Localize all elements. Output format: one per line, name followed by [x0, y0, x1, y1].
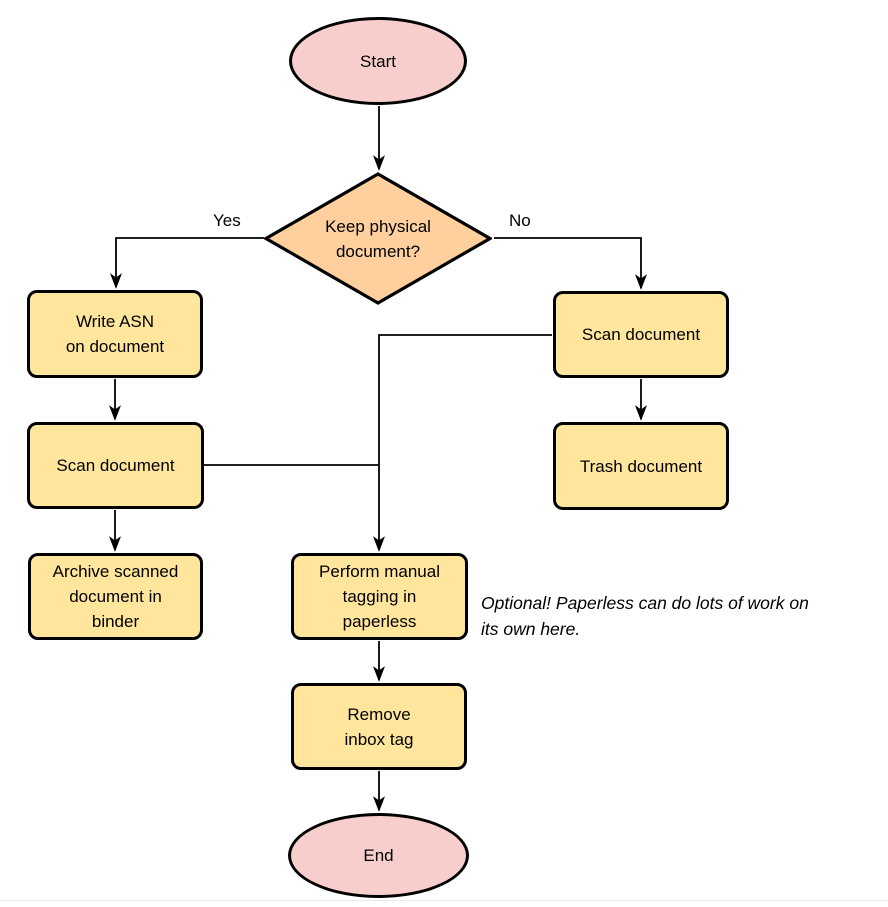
- node-archive: Archive scanned document in binder: [28, 553, 203, 640]
- page-bottom-border: [0, 900, 888, 901]
- node-write-asn-label: Write ASN on document: [65, 312, 165, 356]
- node-start: Start: [289, 17, 467, 105]
- node-trash: Trash document: [553, 422, 729, 510]
- edge-decision-write-asn: [116, 237, 264, 287]
- node-perform-tagging-label: Perform manual tagging in paperless: [319, 562, 440, 631]
- node-scan-left: Scan document: [27, 422, 204, 509]
- annotation-optional-note: Optional! Paperless can do lots of work …: [481, 593, 809, 639]
- node-scan-right-label: Scan document: [581, 325, 701, 344]
- node-archive-label: Archive scanned document in binder: [52, 562, 179, 631]
- node-decision: Keep physical document?: [264, 172, 492, 305]
- node-remove-inbox-tag: Remove inbox tag: [291, 683, 467, 770]
- node-decision-label: Keep physical document?: [325, 216, 431, 261]
- node-end-label: End: [363, 846, 394, 865]
- edge-label-yes: Yes: [211, 211, 243, 231]
- node-end: End: [288, 813, 469, 898]
- decision-diamond-shape: [264, 172, 492, 305]
- edge-label-no: No: [507, 211, 533, 231]
- node-scan-left-label: Scan document: [56, 456, 175, 475]
- edge-scan-right-perform: [379, 334, 552, 550]
- edge-decision-scan-right: [494, 237, 641, 288]
- node-remove-inbox-tag-label: Remove inbox tag: [344, 704, 414, 749]
- node-write-asn: Write ASN on document: [27, 290, 203, 378]
- node-scan-right: Scan document: [553, 291, 729, 378]
- node-trash-label: Trash document: [579, 456, 703, 476]
- node-perform-tagging: Perform manual tagging in paperless: [291, 553, 468, 640]
- node-start-label: Start: [360, 51, 396, 71]
